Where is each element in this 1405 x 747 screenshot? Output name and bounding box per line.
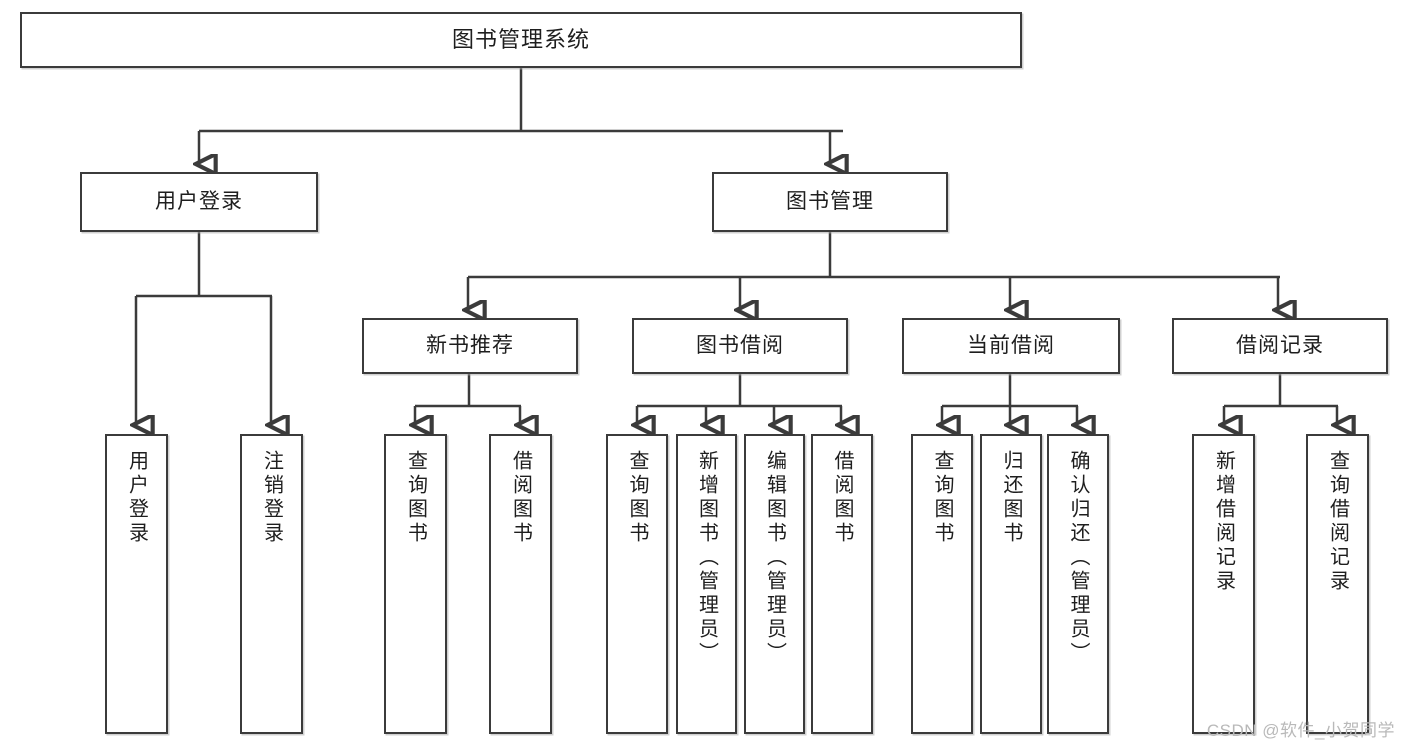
node-label: 图书管理系统 [451,27,590,53]
leaf-return-book[interactable]: 归还图书 [980,434,1042,734]
node-label: 当前借阅 [967,333,1055,357]
leaf-query-book-1[interactable]: 查询图书 [384,434,447,734]
leaf-add-record[interactable]: 新增借阅记录 [1192,434,1255,734]
leaf-edit-book[interactable]: 编辑图书（管理员） [744,434,805,734]
node-label: 新增图书（管理员） [695,450,718,666]
leaf-borrow-book-1[interactable]: 借阅图书 [489,434,552,734]
node-label: 注销登录 [260,450,283,546]
node-label: 编辑图书（管理员） [763,450,786,666]
leaf-user-login[interactable]: 用户登录 [105,434,168,734]
node-label: 用户登录 [155,189,243,213]
node-user-login[interactable]: 用户登录 [80,172,318,232]
leaf-add-book[interactable]: 新增图书（管理员） [676,434,737,734]
leaf-confirm-return[interactable]: 确认归还（管理员） [1047,434,1109,734]
node-label: 借阅图书 [509,450,532,546]
leaf-user-logout[interactable]: 注销登录 [240,434,303,734]
node-label: 查询图书 [931,450,953,546]
node-label: 用户登录 [125,450,148,546]
node-label: 归还图书 [1000,450,1022,546]
node-current-borrow[interactable]: 当前借阅 [902,318,1120,374]
node-label: 图书管理 [786,189,874,213]
leaf-borrow-book-2[interactable]: 借阅图书 [811,434,873,734]
leaf-query-record[interactable]: 查询借阅记录 [1306,434,1369,734]
node-label: 新书推荐 [426,333,514,357]
node-label: 新增借阅记录 [1212,450,1235,594]
node-label: 查询图书 [626,450,648,546]
node-label: 确认归还（管理员） [1067,450,1089,666]
leaf-query-book-3[interactable]: 查询图书 [911,434,973,734]
node-book-management[interactable]: 图书管理 [712,172,948,232]
leaf-query-book-2[interactable]: 查询图书 [606,434,668,734]
node-borrow-record[interactable]: 借阅记录 [1172,318,1388,374]
node-label: 查询图书 [404,450,427,546]
node-label: 借阅图书 [831,450,853,546]
csdn-watermark: CSDN @软件_小贺同学 [1206,721,1395,740]
node-label: 借阅记录 [1236,333,1324,357]
node-new-book-recommend[interactable]: 新书推荐 [362,318,578,374]
node-label: 图书借阅 [696,333,784,357]
node-book-borrow[interactable]: 图书借阅 [632,318,848,374]
node-root-system[interactable]: 图书管理系统 [20,12,1022,68]
node-label: 查询借阅记录 [1326,450,1349,594]
